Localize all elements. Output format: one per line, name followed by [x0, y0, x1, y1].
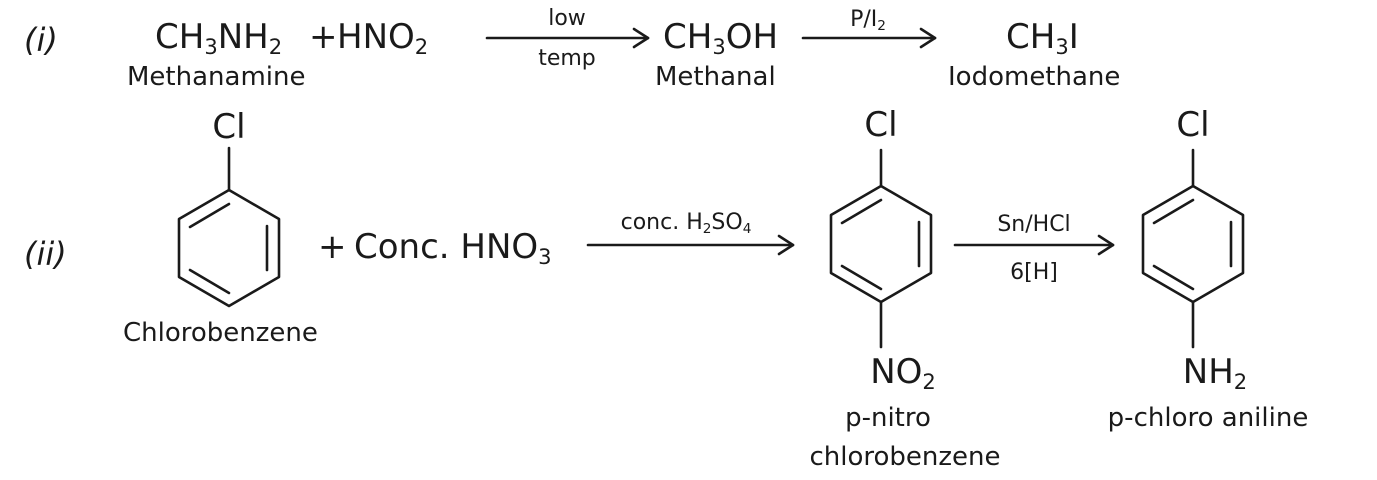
label-methanal: Methanal	[655, 62, 776, 92]
label-p-nitro: p-nitro	[845, 403, 931, 433]
substituent-cl-p-nitro: Cl	[864, 105, 898, 145]
condition-p-i2: P/I2	[850, 7, 886, 34]
formula-methanol: CH3OH	[663, 17, 779, 59]
substituent-cl-chlorobenzene: Cl	[212, 107, 246, 147]
label-iodomethane: Iodomethane	[948, 62, 1121, 92]
arrow-i-2	[801, 27, 937, 49]
arrow-ii-2	[953, 234, 1115, 256]
condition-temp: temp	[538, 46, 596, 71]
reaction-number-ii: (ii)	[24, 235, 67, 273]
plus-sign-ii: +	[318, 227, 347, 267]
arrow-ii-1	[586, 234, 795, 256]
formula-conc-nitric-acid: Conc. HNO3	[354, 227, 552, 269]
plus-sign-i: +	[309, 17, 338, 57]
condition-6h: 6[H]	[1010, 260, 1058, 285]
label-methanamine: Methanamine	[127, 62, 306, 92]
substituent-no2: NO2	[870, 352, 936, 394]
benzene-ring-p-nitro-chlorobenzene	[829, 148, 933, 349]
reaction-number-i: (i)	[24, 21, 58, 59]
label-p-chloro-aniline: p-chloro aniline	[1107, 403, 1309, 433]
substituent-cl-aniline: Cl	[1176, 105, 1210, 145]
condition-sn-hcl: Sn/HCl	[997, 212, 1071, 237]
condition-low: low	[548, 6, 586, 31]
formula-nitrous-acid: HNO2	[337, 17, 429, 59]
label-chlorobenzene: Chlorobenzene	[123, 318, 318, 348]
benzene-ring-chlorobenzene	[177, 146, 281, 308]
condition-conc-h2so4: conc. H2SO4	[620, 210, 752, 237]
substituent-nh2: NH2	[1182, 352, 1248, 394]
formula-iodomethane: CH3I	[1006, 17, 1079, 59]
arrow-i-1	[485, 27, 650, 49]
benzene-ring-p-chloro-aniline	[1141, 148, 1245, 349]
label-chlorobenzene-product: chlorobenzene	[809, 442, 1001, 472]
formula-methanamine: CH3NH2	[155, 17, 283, 59]
